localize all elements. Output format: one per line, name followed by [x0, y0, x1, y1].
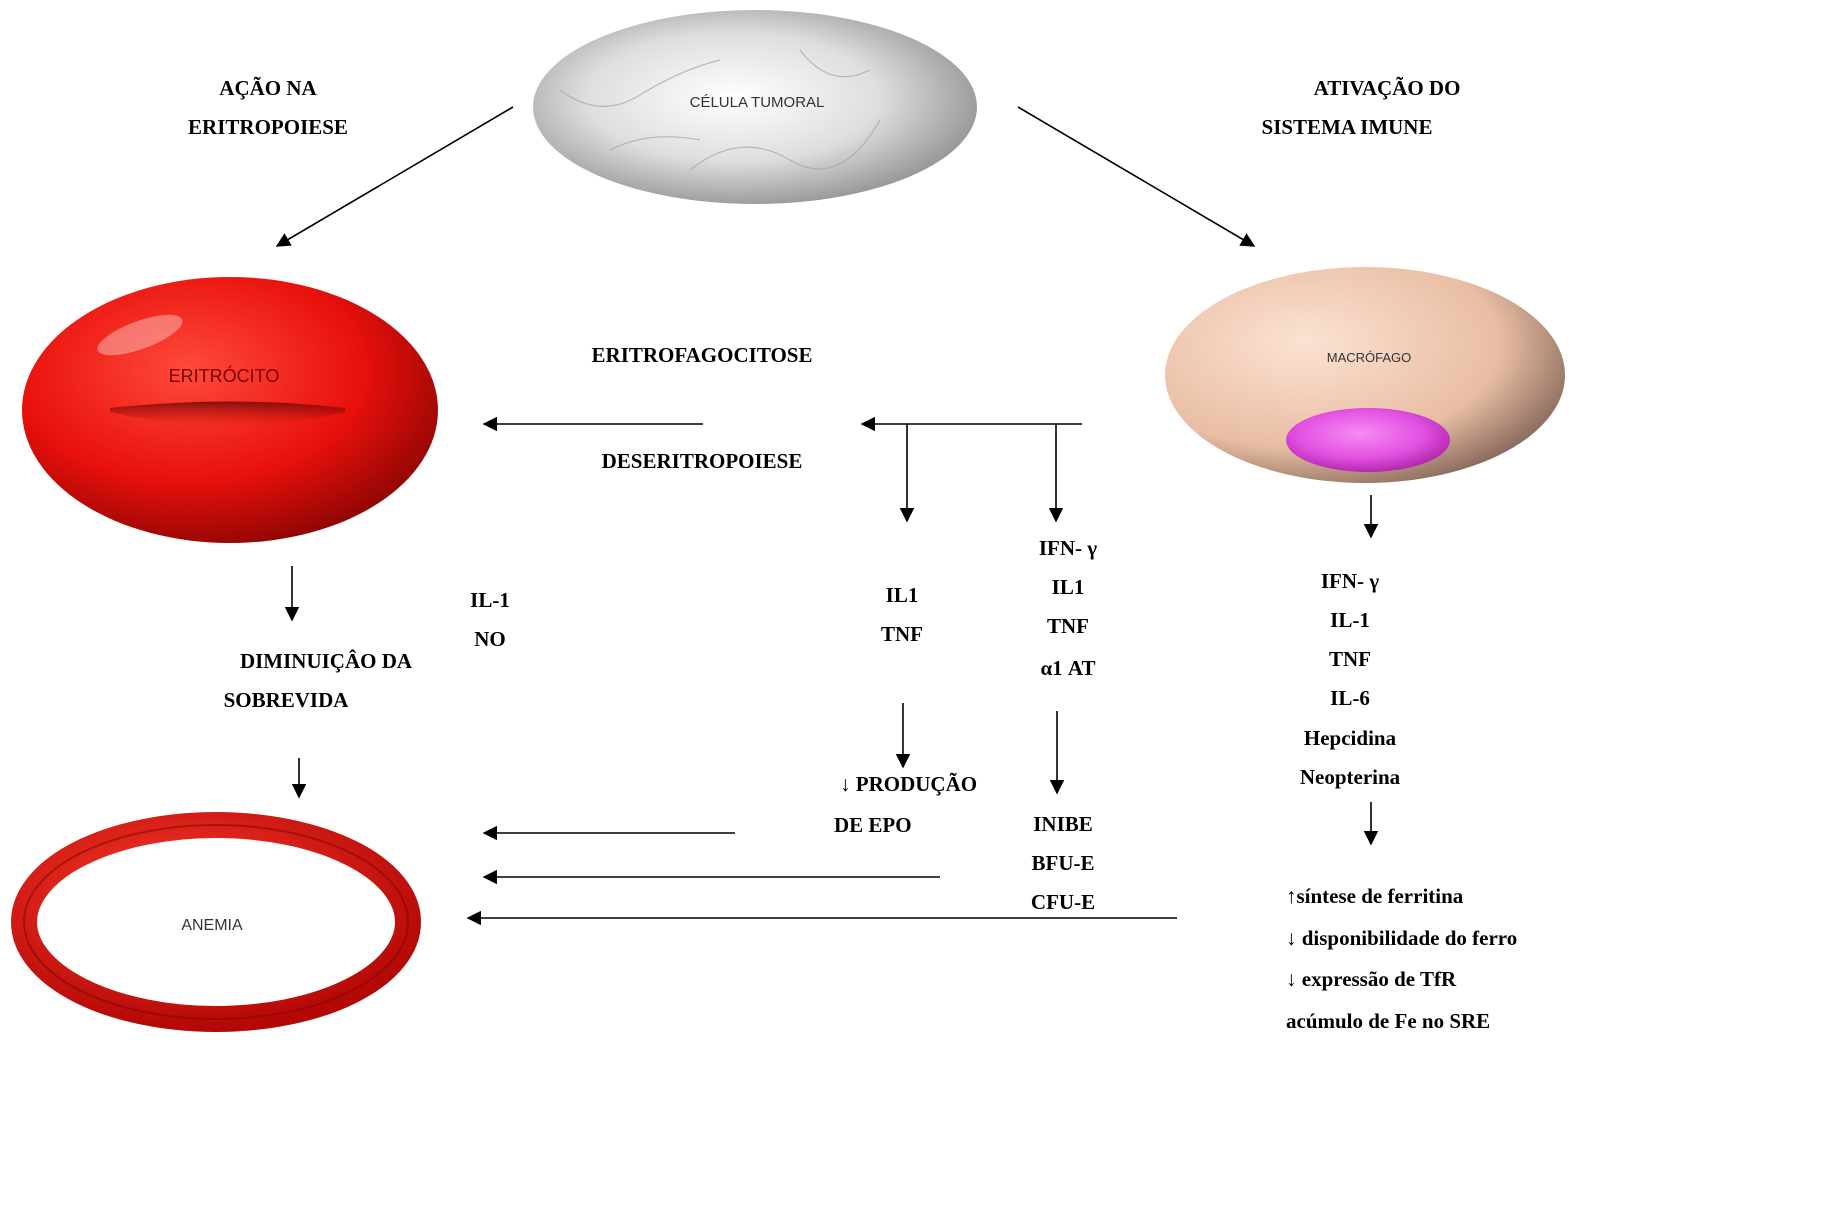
tumor-cell	[533, 10, 977, 204]
effect-text: síntese de ferritina	[1296, 884, 1464, 908]
anemia-cell	[11, 812, 421, 1032]
left-branch-line-2: ERITROPOIESE	[188, 115, 348, 139]
arrow-tumor-to-erythrocyte	[275, 106, 514, 247]
inhibit-cytokine-1: IFN- γ	[1038, 536, 1098, 560]
effect-text: disponibilidade do ferro	[1296, 926, 1518, 950]
inhibit-cytokine-2: IL1	[1051, 575, 1085, 599]
effect-ferritin: ↑síntese de ferritina	[1286, 886, 1463, 907]
left-cytokine-2: NO	[474, 627, 506, 651]
anemia-label: ANEMIA	[181, 917, 243, 934]
up-arrow-icon: ↑	[1286, 884, 1297, 908]
epo-outcome-text: PRODUÇÃO	[855, 772, 978, 796]
down-arrow-icon: ↓	[840, 772, 851, 796]
effect-fe-accumulation: acúmulo de Fe no SRE	[1286, 1011, 1490, 1032]
inhibit-outcome-2: BFU-E	[1031, 851, 1095, 875]
right-branch-line-2: SISTEMA IMUNE	[1261, 115, 1433, 139]
epo-cytokine-1: IL1	[885, 583, 919, 607]
macrophage-cytokine-2: IL-1	[1330, 608, 1370, 632]
tumor-cell-label: CÉLULA TUMORAL	[689, 94, 825, 111]
epo-outcome-line-2: DE EPO	[834, 813, 912, 837]
macrophage-label: MACRÓFAGO	[1326, 350, 1412, 365]
diagram-canvas	[11, 10, 1565, 1032]
inhibit-outcome-3: CFU-E	[1030, 890, 1096, 914]
macrophage-cytokine-5: Hepcidina	[1303, 726, 1397, 750]
effect-tfr-expression: ↓ expressão de TfR	[1286, 969, 1456, 990]
epo-cytokine-2: TNF	[881, 622, 923, 646]
macrophage-cytokine-1: IFN- γ	[1320, 569, 1380, 593]
left-cytokine-1: IL-1	[470, 588, 510, 612]
macrophage-cytokine-6: Neopterina	[1299, 765, 1401, 789]
survival-line-2: SOBREVIDA	[223, 688, 349, 712]
down-arrow-icon: ↓	[1286, 967, 1297, 991]
epo-outcome-line-1: ↓ PRODUÇÃO	[840, 774, 977, 795]
effect-iron-availability: ↓ disponibilidade do ferro	[1286, 928, 1517, 949]
right-branch-line-1: ATIVAÇÃO DO	[1313, 76, 1461, 100]
macrophage-cytokine-3: TNF	[1329, 647, 1371, 671]
left-branch-line-1: AÇÃO NA	[219, 76, 317, 100]
inhibit-cytokine-4: α1 AT	[1040, 656, 1096, 680]
inhibit-cytokine-3: TNF	[1047, 614, 1089, 638]
arrow-tumor-to-macrophage	[1017, 106, 1256, 247]
inhibit-outcome-1: INIBE	[1033, 812, 1093, 836]
effect-text: expressão de TfR	[1296, 967, 1457, 991]
erythrophagocytosis-label: ERITROFAGOCITOSE	[591, 343, 813, 367]
down-arrow-icon: ↓	[1286, 926, 1297, 950]
arrows	[275, 106, 1379, 926]
effect-text: acúmulo de Fe no SRE	[1286, 1009, 1491, 1033]
erythrocyte-cell	[22, 277, 438, 543]
survival-line-1: DIMINUIÇÂO DA	[239, 649, 413, 673]
macrophage-cell	[1165, 267, 1565, 483]
deserythropoiesis-label: DESERITROPOIESE	[601, 449, 803, 473]
macrophage-cytokine-4: IL-6	[1330, 686, 1370, 710]
erythrocyte-label: ERITRÓCITO	[168, 366, 280, 386]
